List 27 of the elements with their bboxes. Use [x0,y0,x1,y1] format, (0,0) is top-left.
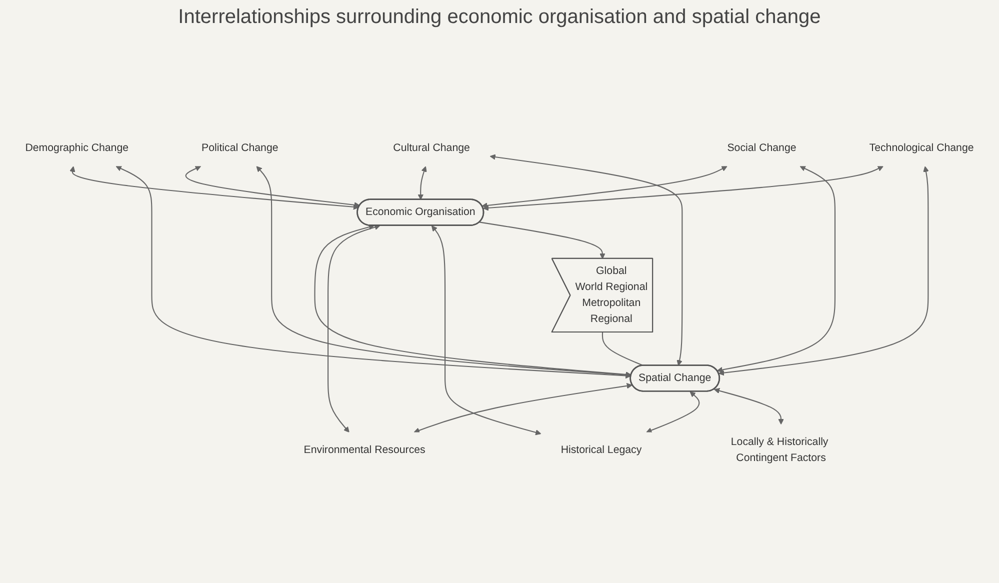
diagram-title: Interrelationships surrounding economic organisation and spatial change [177,5,822,30]
arrow [714,388,784,424]
arrow [256,166,632,378]
node-text: Political Change [202,142,278,154]
arrow [482,166,728,208]
node-text: Technological Change [869,142,974,154]
arrow [490,154,683,366]
node-text: Environmental Resources [304,444,426,456]
connector [602,332,644,366]
node-text: Demographic Change [25,142,129,154]
node-text: Cultural Change [393,142,470,154]
arrow [480,221,606,259]
arrow [646,391,700,433]
arrow [718,166,929,376]
arrow [414,382,632,434]
arrow [185,166,360,208]
arrow [482,166,884,211]
arrow [70,166,359,210]
arrow [314,224,632,378]
node-text: Locally & Historically Contingent Factors [730,436,828,464]
node-text: Social Change [727,142,796,154]
arrow [328,224,380,432]
arrow [418,166,427,200]
arrow [431,225,542,436]
node-text: Historical Legacy [560,444,642,456]
arrow [116,166,632,378]
arrow [716,166,836,372]
